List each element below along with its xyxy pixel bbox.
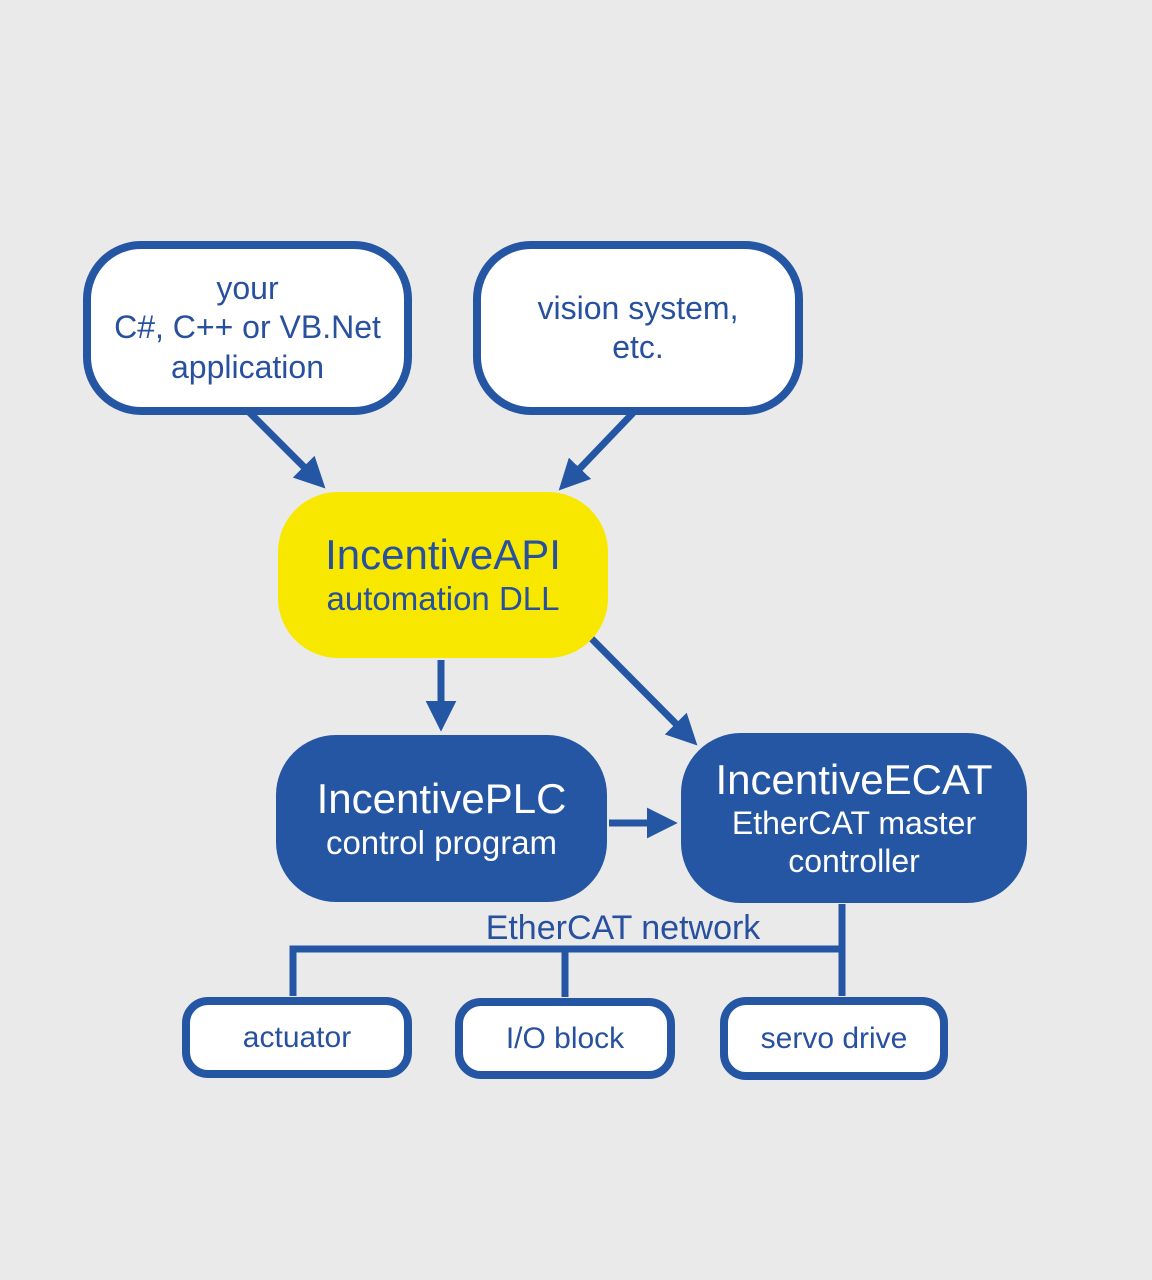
vision-system-line2: etc. <box>612 329 664 365</box>
incentive-ecat-title: IncentiveECAT <box>715 756 993 803</box>
node-servo-drive: servo drive <box>720 997 948 1080</box>
node-io-block: I/O block <box>455 998 675 1079</box>
incentive-ecat-subtitle1: EtherCAT master <box>731 805 977 841</box>
servo-drive-label: servo drive <box>760 1022 908 1055</box>
node-your-application: your C#, C++ or VB.Net application <box>83 241 412 415</box>
ethercat-network-label: EtherCAT network <box>485 909 761 947</box>
vision-system-line1: vision system, <box>537 289 739 326</box>
edge-api-to-ecat <box>582 629 698 746</box>
incentive-ecat-subtitle2: controller <box>788 843 920 879</box>
incentive-api-title: IncentiveAPI <box>325 531 561 578</box>
edge-vision-to-api <box>558 410 636 491</box>
node-incentive-api: IncentiveAPI automation DLL <box>278 492 608 658</box>
node-incentive-plc: IncentivePLC control program <box>276 735 607 902</box>
incentive-plc-title: IncentivePLC <box>316 774 567 822</box>
your-application-line1: your <box>216 270 279 307</box>
node-vision-system: vision system, etc. <box>473 241 803 415</box>
io-block-label: I/O block <box>505 1022 625 1055</box>
ethercat-bus-line <box>289 945 842 996</box>
node-incentive-ecat: IncentiveECAT EtherCAT master controller <box>681 733 1027 903</box>
your-application-line3: application <box>171 348 324 385</box>
node-actuator: actuator <box>182 997 412 1078</box>
incentive-api-subtitle: automation DLL <box>326 580 560 617</box>
actuator-label: actuator <box>242 1021 352 1054</box>
edge-app-to-api <box>244 407 326 489</box>
incentive-plc-subtitle: control program <box>325 823 558 861</box>
your-application-line2: C#, C++ or VB.Net <box>114 309 381 346</box>
